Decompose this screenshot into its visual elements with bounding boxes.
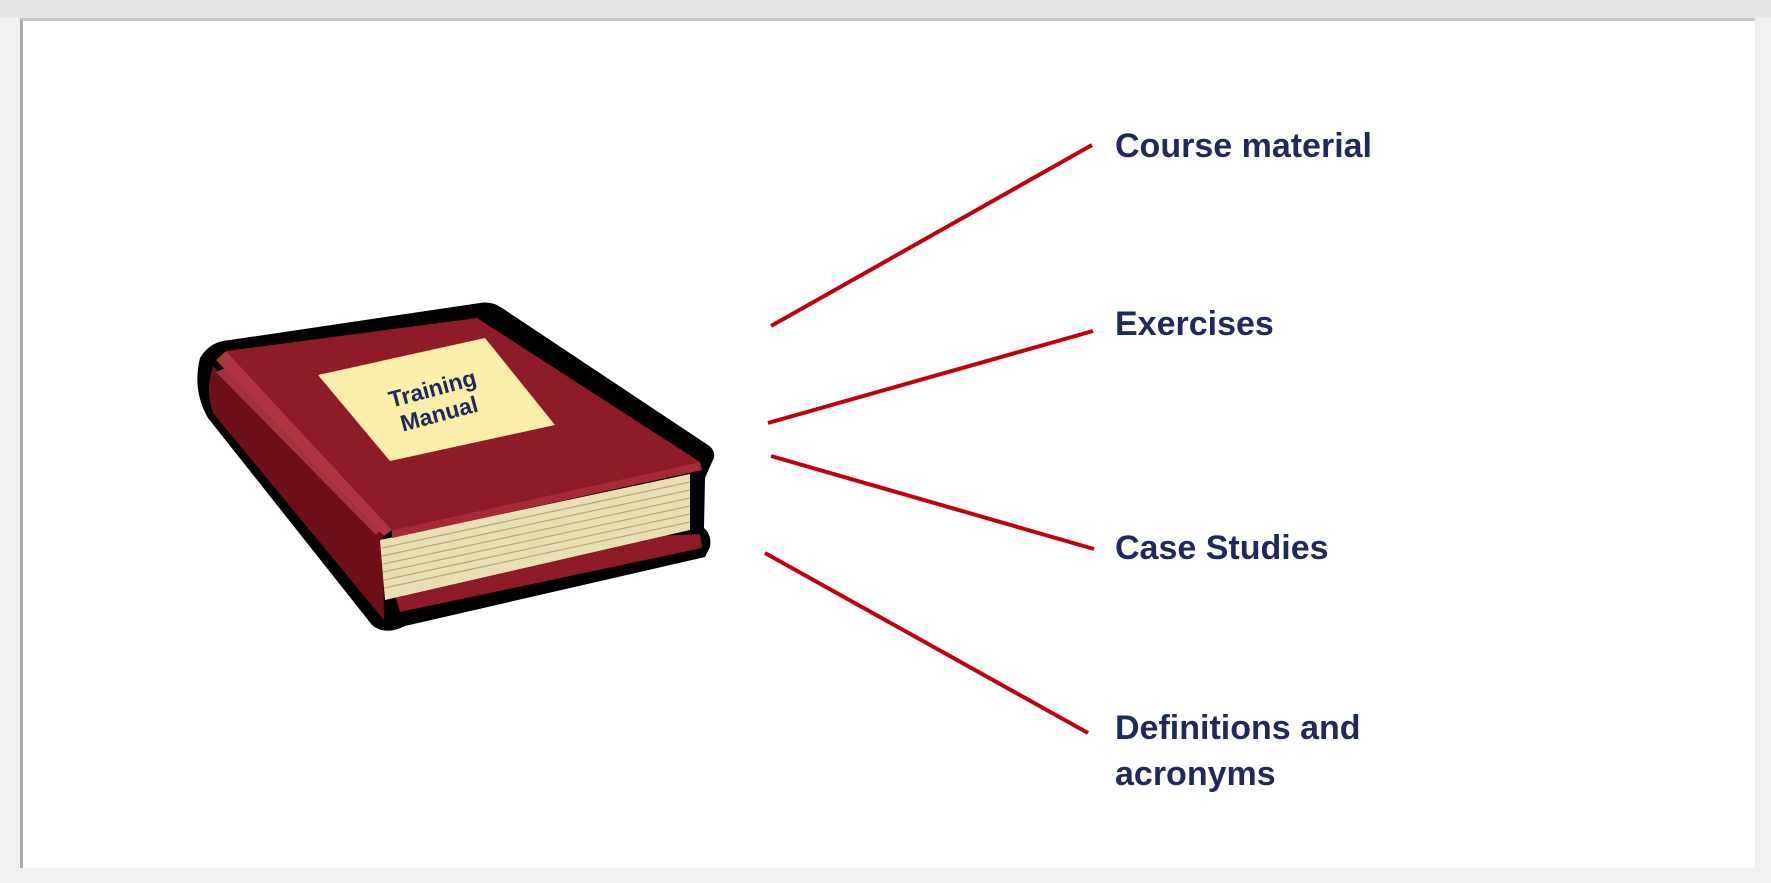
item-label-exercises: Exercises bbox=[1115, 305, 1274, 343]
item-label-course-material: Course material bbox=[1115, 127, 1372, 165]
item-label-definitions-line1: Definitions and bbox=[1115, 709, 1361, 747]
book-icon: Training Manual bbox=[197, 302, 715, 631]
connector-lines bbox=[764, 143, 1095, 735]
item-label-definitions: Definitions and acronyms bbox=[1115, 705, 1361, 797]
book-spine bbox=[209, 366, 384, 620]
connector-case-studies bbox=[770, 454, 1095, 551]
connector-exercises bbox=[767, 329, 1094, 425]
cover-front-edge bbox=[392, 462, 702, 538]
item-label-case-studies: Case Studies bbox=[1115, 529, 1329, 567]
window-top-bar bbox=[0, 0, 1771, 18]
cover-sticker bbox=[318, 338, 555, 461]
book-pages bbox=[380, 474, 690, 600]
item-label-definitions-line2: acronyms bbox=[1115, 755, 1276, 793]
page-lines bbox=[381, 481, 691, 589]
connector-definitions bbox=[764, 551, 1089, 735]
spine-highlight bbox=[216, 368, 383, 535]
connector-course-material bbox=[770, 143, 1093, 328]
cover-edge bbox=[216, 351, 392, 536]
